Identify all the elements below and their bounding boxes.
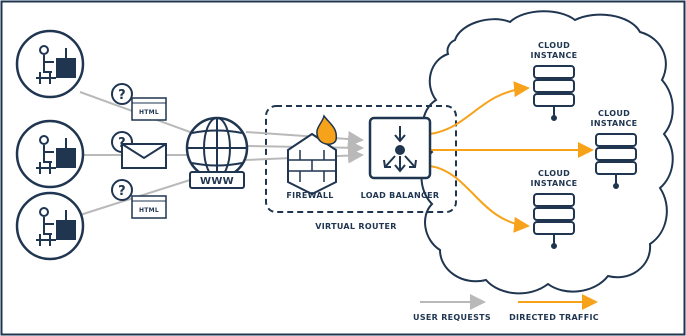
load-balancer-label: LOAD BALANCER bbox=[361, 191, 440, 200]
directed-traffic-lines bbox=[429, 81, 594, 233]
cloud-instance-label: CLOUD bbox=[598, 109, 630, 118]
cloud-instance-label: INSTANCE bbox=[531, 179, 578, 188]
legend: USER REQUESTS DIRECTED TRAFFIC bbox=[413, 294, 599, 322]
cloud-instance-label: INSTANCE bbox=[531, 51, 578, 60]
legend-directed-traffic-label: DIRECTED TRAFFIC bbox=[509, 313, 599, 322]
legend-user-requests-label: USER REQUESTS bbox=[413, 313, 491, 322]
server-stack-icon bbox=[533, 193, 575, 249]
server-stack-icon bbox=[533, 65, 575, 121]
question-icon: ? bbox=[111, 83, 133, 105]
html-page-icon: HTML bbox=[131, 195, 167, 219]
svg-text:?: ? bbox=[118, 184, 126, 199]
question-icon: ? bbox=[111, 179, 133, 201]
user-at-computer-icon bbox=[15, 119, 85, 189]
virtual-router-label: VIRTUAL ROUTER bbox=[315, 222, 397, 231]
cloud-instance-label: CLOUD bbox=[538, 169, 570, 178]
svg-text:WWW: WWW bbox=[200, 176, 234, 187]
svg-text:?: ? bbox=[118, 88, 126, 103]
user-at-computer-icon bbox=[15, 191, 85, 261]
svg-text:HTML: HTML bbox=[139, 207, 159, 214]
load-balancer-icon bbox=[368, 116, 432, 180]
firewall-label: FIREWALL bbox=[286, 191, 333, 200]
server-stack-icon bbox=[595, 133, 637, 189]
cloud-instance-label: CLOUD bbox=[538, 41, 570, 50]
user-at-computer-icon bbox=[15, 29, 85, 99]
svg-text:HTML: HTML bbox=[139, 109, 159, 116]
firewall-icon bbox=[287, 114, 338, 196]
cloud-instance-label: INSTANCE bbox=[591, 119, 638, 128]
globe-icon: WWW bbox=[185, 116, 249, 189]
envelope-icon bbox=[121, 143, 167, 169]
html-page-icon: HTML bbox=[131, 97, 167, 121]
